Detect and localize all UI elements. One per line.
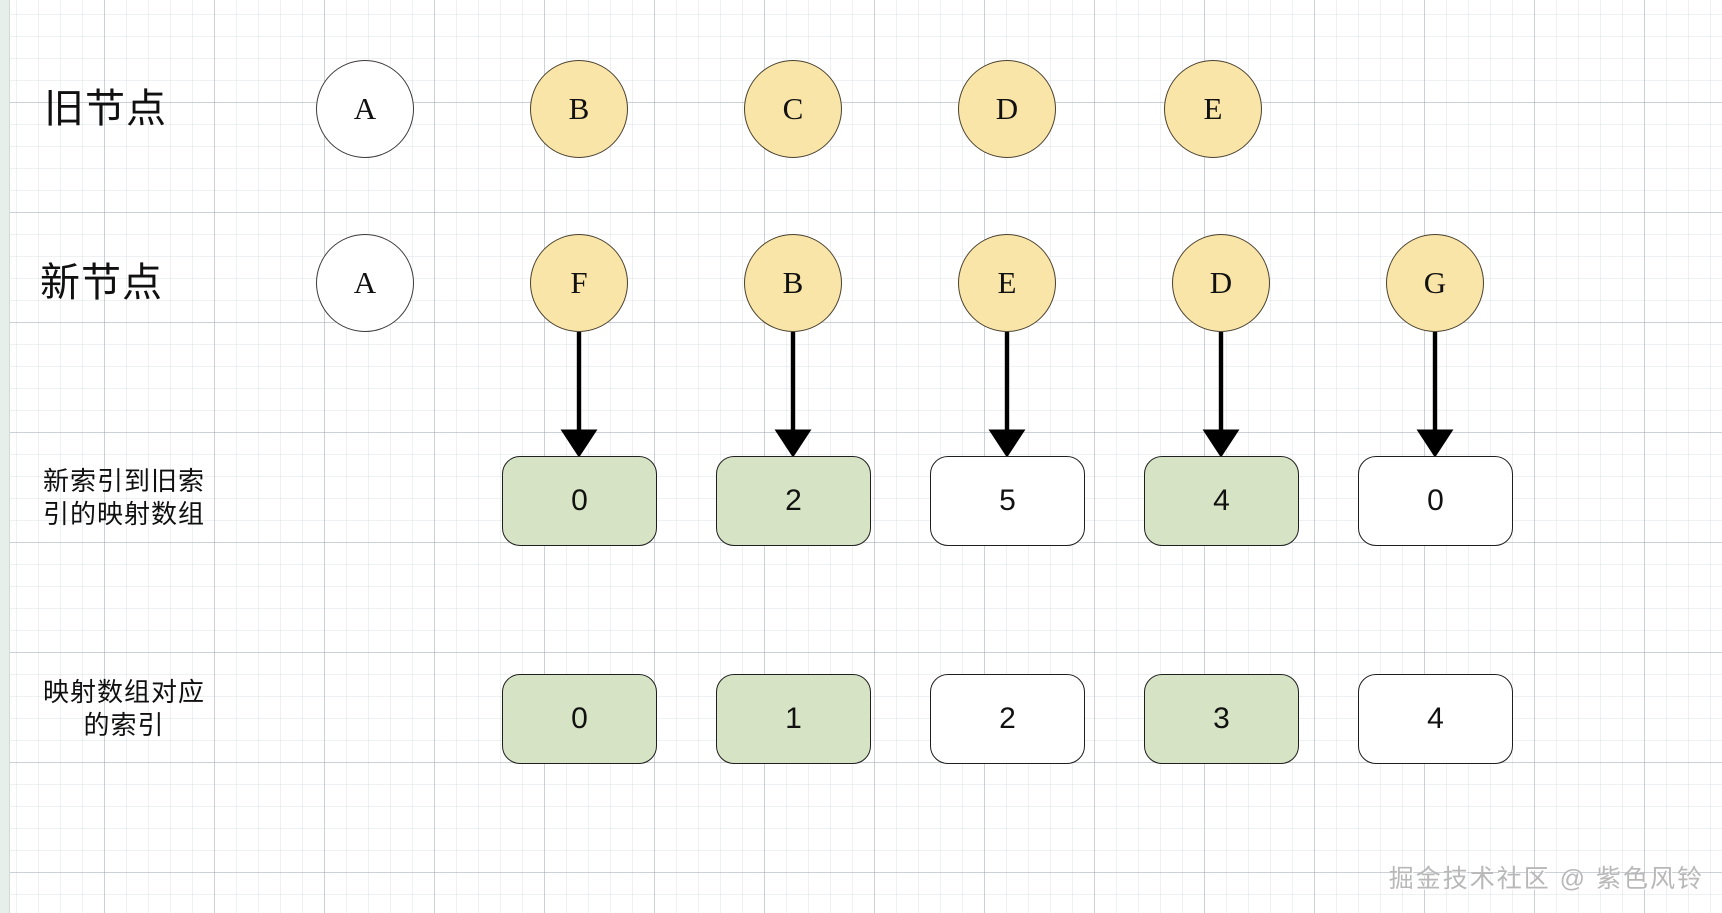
new-node-g-text: G [1423,265,1447,300]
new-node-a-text: A [353,265,377,300]
new-node-f: F [530,234,628,332]
new-node-g: G [1386,234,1484,332]
old-node-e-text: E [1203,91,1223,126]
index-cell-4-value: 4 [1427,702,1444,735]
index-cell-1: 1 [716,674,871,764]
index-cell-0: 0 [502,674,657,764]
old-node-d-text: D [995,91,1019,126]
new-node-b: B [744,234,842,332]
mapping-cell-1-value: 2 [785,484,802,517]
mapping-cell-0: 0 [502,456,657,546]
old-node-c: C [744,60,842,158]
index-cell-1-value: 1 [785,702,802,735]
watermark-text: 掘金技术社区 @ 紫色风铃 [1388,865,1704,893]
old-node-b: B [530,60,628,158]
mapping-cell-2: 5 [930,456,1085,546]
mapping-cell-3-value: 4 [1213,484,1230,517]
mapping-cell-0-value: 0 [571,484,588,517]
mapping-cell-4-value: 0 [1427,484,1444,517]
new-node-e: E [958,234,1056,332]
index-cell-2-value: 2 [999,702,1016,735]
old-node-e: E [1164,60,1262,158]
new-node-b-text: B [782,265,804,300]
new-node-d-text: D [1209,265,1233,300]
old-node-a: A [316,60,414,158]
editor-gutter-strip [0,0,10,913]
mapping-cell-1: 2 [716,456,871,546]
row-label-array-index: 映射数组对应 的索引 [42,677,205,741]
index-cell-3-value: 3 [1213,702,1230,735]
new-node-e-text: E [997,265,1017,300]
mapping-cell-3: 4 [1144,456,1299,546]
index-cell-4: 4 [1358,674,1513,764]
mapping-cell-2-value: 5 [999,484,1016,517]
old-node-c-text: C [782,91,804,126]
row-label-mapping-array: 新索引到旧索 引的映射数组 [42,466,205,530]
row-label-old-nodes: 旧节点 [44,87,167,131]
index-cell-2: 2 [930,674,1085,764]
index-cell-3: 3 [1144,674,1299,764]
new-node-f-text: F [570,265,588,300]
mapping-cell-4: 0 [1358,456,1513,546]
old-node-a-text: A [353,91,377,126]
old-node-d: D [958,60,1056,158]
row-label-new-nodes: 新节点 [40,261,163,305]
new-node-a: A [316,234,414,332]
index-cell-0-value: 0 [571,702,588,735]
old-node-b-text: B [568,91,590,126]
new-node-d: D [1172,234,1270,332]
